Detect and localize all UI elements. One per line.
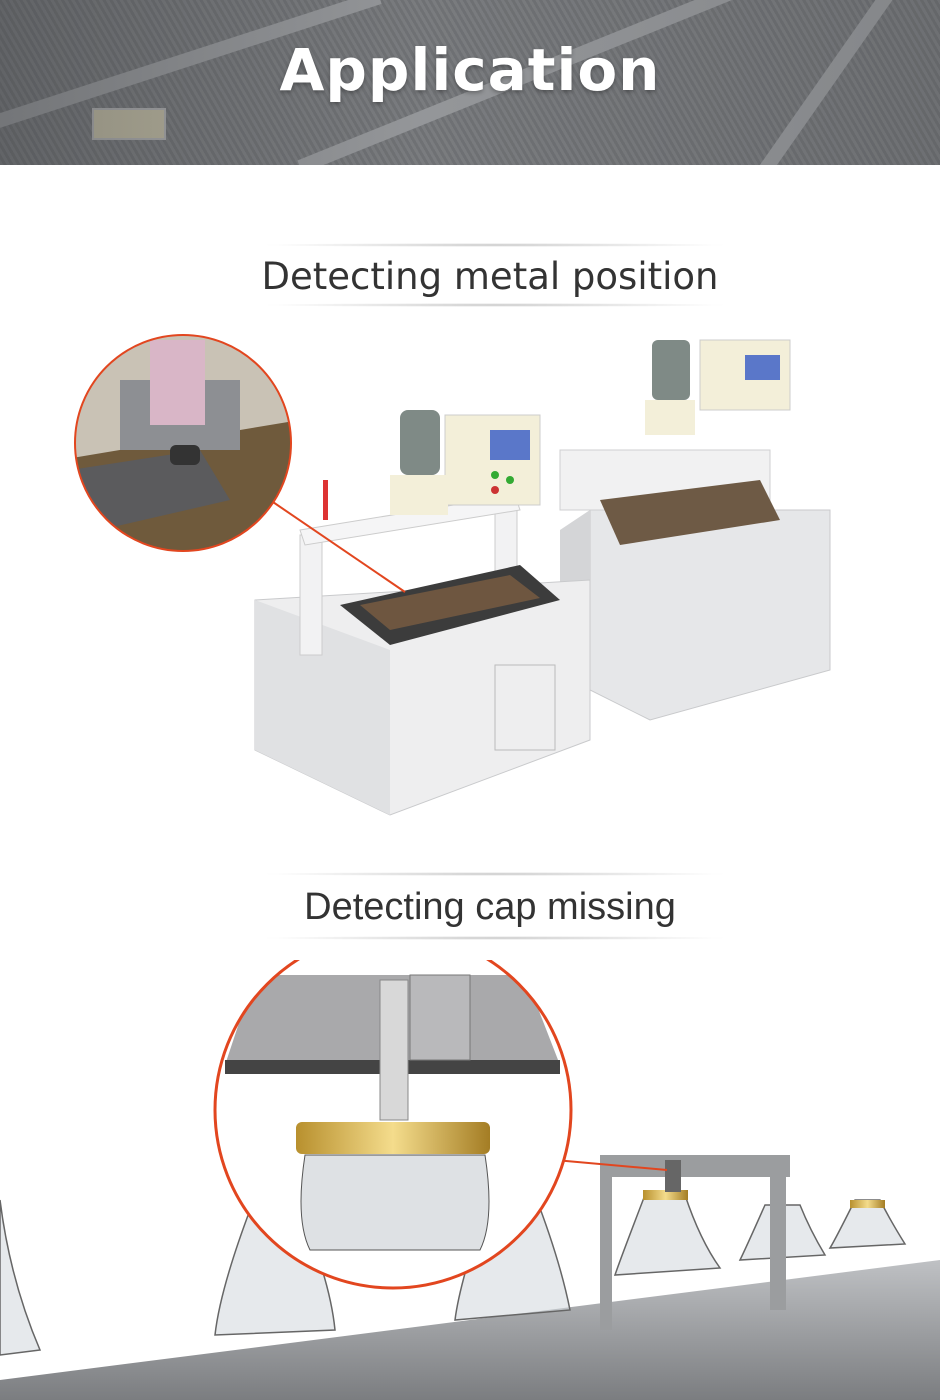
cap-zoom-circle bbox=[213, 960, 573, 1290]
metal-detection-machines-illustration bbox=[74, 334, 831, 816]
section-title-metal: Detecting metal position bbox=[240, 243, 740, 307]
sensor-gantry bbox=[600, 1155, 790, 1330]
callout-line bbox=[554, 1159, 668, 1171]
section-title-cap: Detecting cap missing bbox=[240, 872, 740, 940]
divider bbox=[260, 243, 730, 247]
bottle-cap bbox=[643, 1190, 688, 1200]
divider bbox=[260, 303, 730, 307]
divider bbox=[260, 936, 730, 940]
machine-front bbox=[254, 410, 591, 816]
divider bbox=[260, 872, 730, 876]
section-title-text: Detecting cap missing bbox=[304, 886, 676, 928]
conveyor-belt bbox=[0, 1260, 940, 1400]
bottle-cap bbox=[850, 1200, 885, 1208]
sensor-zoom-circle bbox=[74, 334, 292, 552]
machine-back bbox=[559, 339, 831, 721]
bottles bbox=[0, 1194, 907, 1356]
bottle-cap-conveyor-illustration bbox=[0, 960, 940, 1400]
application-banner: Application bbox=[0, 0, 940, 165]
banner-title: Application bbox=[279, 36, 661, 104]
banner-overlay bbox=[0, 0, 940, 165]
bottle-cap bbox=[296, 1122, 490, 1154]
callout-line bbox=[269, 499, 406, 593]
section-title-text: Detecting metal position bbox=[261, 255, 719, 298]
